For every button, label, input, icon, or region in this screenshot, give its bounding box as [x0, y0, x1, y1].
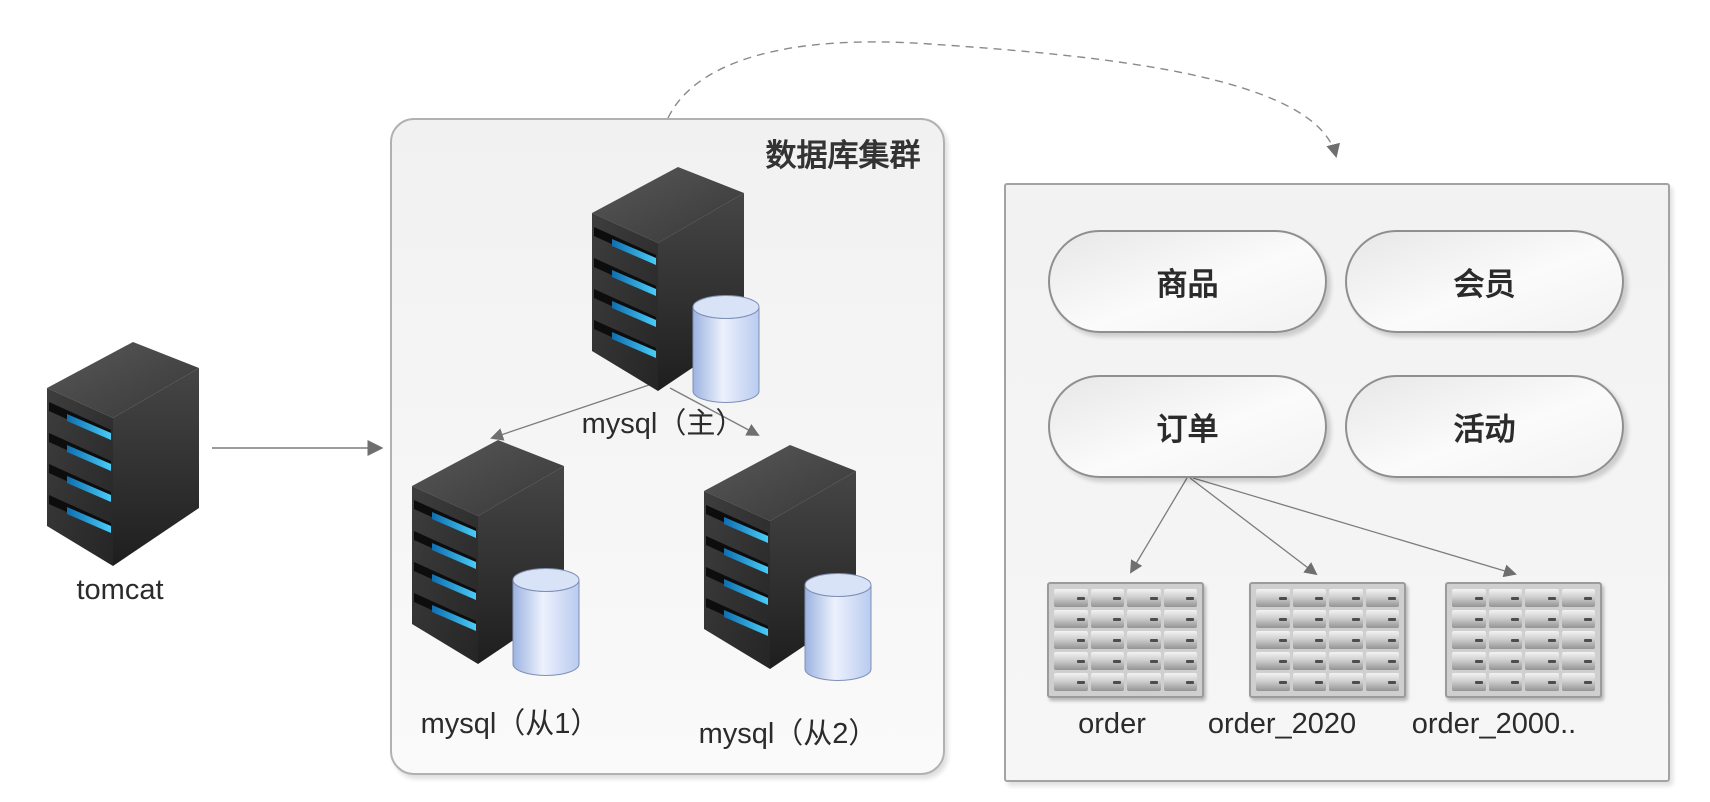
- mysql-master-label: mysql（主）: [581, 408, 745, 440]
- pill-activity-label: 活动: [1453, 412, 1516, 447]
- table-cell: [1329, 589, 1363, 607]
- tomcat-label: tomcat: [76, 574, 164, 606]
- table-cell: [1090, 589, 1124, 607]
- table-cell: [1561, 652, 1595, 670]
- table-cell: [1329, 610, 1363, 628]
- mysql-slave2-label: mysql（从2）: [698, 718, 878, 750]
- table-cell: [1525, 610, 1559, 628]
- cluster-title: 数据库集群: [765, 138, 921, 173]
- table-cell: [1329, 673, 1363, 691]
- database-cylinder-icon: [692, 295, 760, 403]
- table-cell: [1163, 673, 1197, 691]
- table-cell: [1163, 610, 1197, 628]
- table-cell: [1090, 610, 1124, 628]
- table-cell: [1292, 652, 1326, 670]
- table-cell: [1561, 589, 1595, 607]
- table-cell: [1488, 652, 1522, 670]
- pill-member-label: 会员: [1453, 267, 1516, 302]
- table-cell: [1329, 652, 1363, 670]
- table-cell: [1525, 652, 1559, 670]
- table-cell: [1054, 652, 1088, 670]
- table-cell: [1452, 673, 1486, 691]
- table-cell: [1452, 610, 1486, 628]
- table-cell: [1127, 589, 1161, 607]
- table-cell: [1090, 673, 1124, 691]
- table-cell: [1488, 589, 1522, 607]
- table-cell: [1127, 673, 1161, 691]
- tomcat-server-icon: [47, 342, 199, 566]
- table-cell: [1365, 610, 1399, 628]
- table-cell: [1256, 673, 1290, 691]
- table-cell: [1292, 673, 1326, 691]
- table-cell: [1163, 589, 1197, 607]
- table-cell: [1488, 673, 1522, 691]
- table-cell: [1127, 652, 1161, 670]
- table-cell: [1256, 631, 1290, 649]
- table-cell: [1127, 610, 1161, 628]
- pill-activity: 活动: [1345, 375, 1624, 478]
- order-2020-table-label: order_2020: [1207, 708, 1357, 740]
- table-cell: [1292, 589, 1326, 607]
- order-2000-table-icon: [1445, 582, 1602, 698]
- table-cell: [1054, 673, 1088, 691]
- table-cell: [1256, 589, 1290, 607]
- table-cell: [1256, 652, 1290, 670]
- table-cell: [1365, 652, 1399, 670]
- table-cell: [1292, 631, 1326, 649]
- mysql-master-icon: [592, 167, 760, 403]
- pill-product: 商品: [1048, 230, 1327, 333]
- table-cell: [1090, 652, 1124, 670]
- mysql-slave1-icon: [412, 440, 580, 676]
- pill-member: 会员: [1345, 230, 1624, 333]
- table-cell: [1525, 631, 1559, 649]
- order-table-icon: [1047, 582, 1204, 698]
- table-cell: [1292, 610, 1326, 628]
- table-cell: [1090, 631, 1124, 649]
- table-cell: [1561, 673, 1595, 691]
- table-cell: [1054, 589, 1088, 607]
- pill-order: 订单: [1048, 375, 1327, 478]
- table-cell: [1561, 631, 1595, 649]
- order-table-label: order: [1078, 708, 1146, 740]
- database-cylinder-icon: [512, 568, 580, 676]
- order-2020-table-icon: [1249, 582, 1406, 698]
- table-cell: [1163, 652, 1197, 670]
- table-cell: [1525, 673, 1559, 691]
- table-cell: [1488, 631, 1522, 649]
- table-cell: [1561, 610, 1595, 628]
- table-cell: [1127, 631, 1161, 649]
- mysql-slave1-label: mysql（从1）: [420, 708, 600, 740]
- table-cell: [1054, 631, 1088, 649]
- table-cell: [1163, 631, 1197, 649]
- table-cell: [1256, 610, 1290, 628]
- table-cell: [1365, 673, 1399, 691]
- table-cell: [1452, 631, 1486, 649]
- table-cell: [1452, 652, 1486, 670]
- table-cell: [1452, 589, 1486, 607]
- table-cell: [1365, 589, 1399, 607]
- table-cell: [1329, 631, 1363, 649]
- table-cell: [1365, 631, 1399, 649]
- order-2000-table-label: order_2000..: [1411, 708, 1577, 740]
- pill-order-label: 订单: [1156, 412, 1219, 447]
- table-cell: [1488, 610, 1522, 628]
- pill-product-label: 商品: [1156, 267, 1219, 302]
- table-cell: [1054, 610, 1088, 628]
- database-cylinder-icon: [804, 573, 872, 681]
- table-cell: [1525, 589, 1559, 607]
- mysql-slave2-icon: [704, 445, 872, 681]
